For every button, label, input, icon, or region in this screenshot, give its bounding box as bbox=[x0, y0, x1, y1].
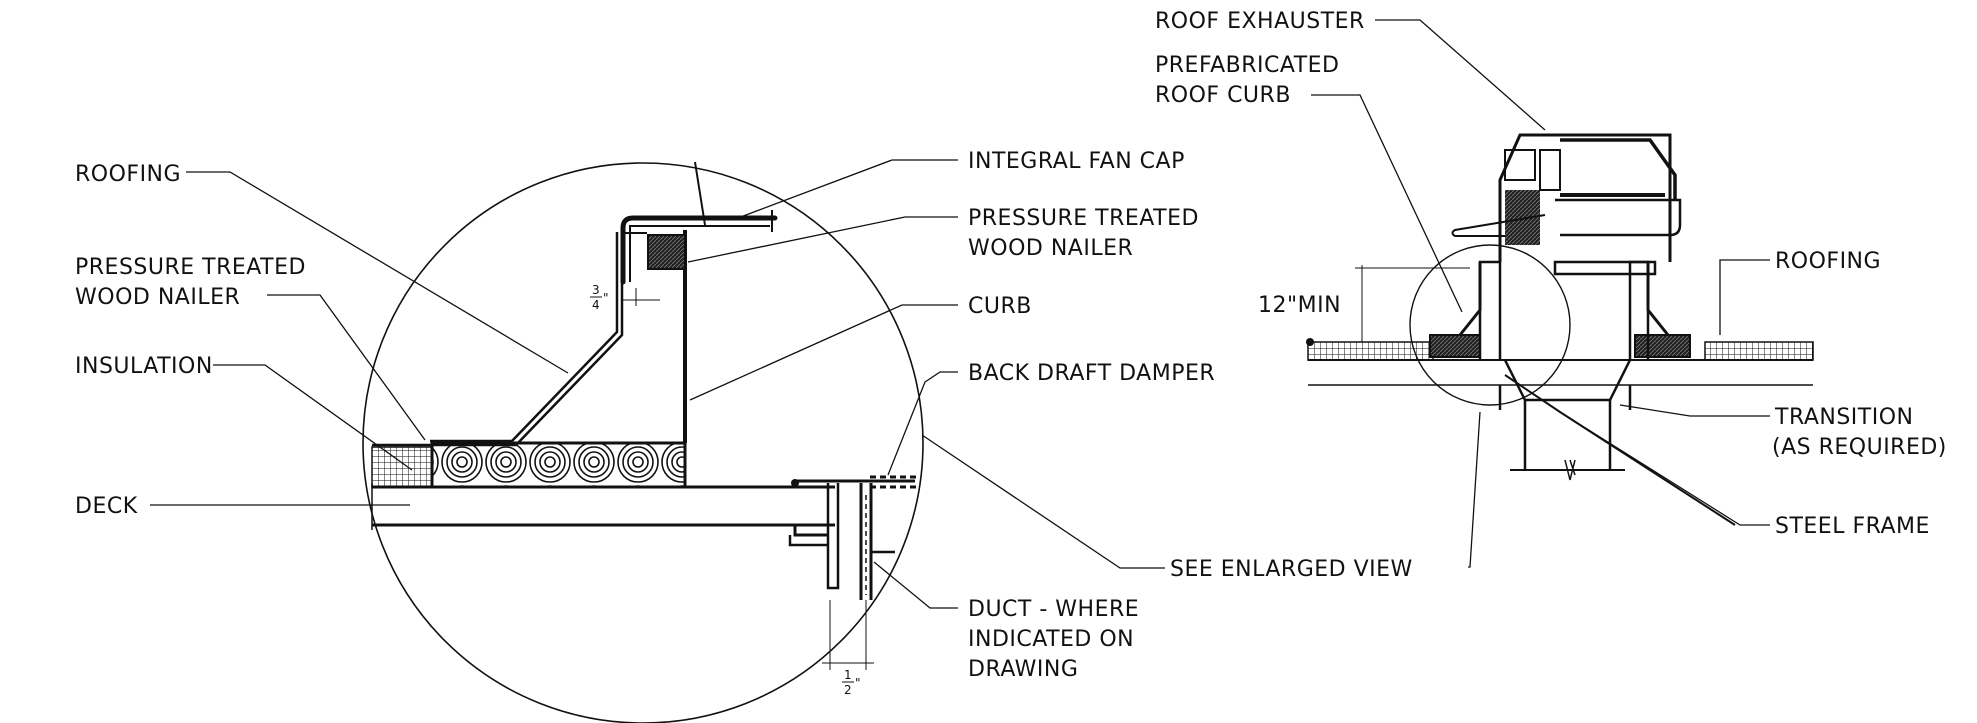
label-fan-cap: INTEGRAL FAN CAP bbox=[968, 149, 1185, 174]
dim-three-quarter-den: 4 bbox=[592, 298, 600, 312]
integral-fan-cap bbox=[620, 215, 778, 285]
roof-deck bbox=[372, 485, 835, 527]
transition-duct bbox=[1503, 359, 1632, 402]
detail-leaders bbox=[150, 159, 1165, 609]
label-duct-line1: DUCT - WHERE bbox=[968, 597, 1139, 622]
label-curb: CURB bbox=[968, 294, 1032, 319]
roof-exhauster-overview bbox=[1306, 133, 1814, 526]
overview-text: ROOF EXHAUSTER PREFABRICATED ROOF CURB 1… bbox=[1155, 9, 1947, 582]
roof-assembly-detail bbox=[371, 161, 918, 670]
label-transition-line1: TRANSITION bbox=[1774, 405, 1914, 430]
detail-text: ROOFING PRESSURE TREATED WOOD NAILER INS… bbox=[75, 149, 1215, 697]
label-nailer-left-line1: PRESSURE TREATED bbox=[75, 255, 306, 280]
label-steel-frame: STEEL FRAME bbox=[1775, 514, 1930, 539]
overview-leaders bbox=[1311, 19, 1770, 568]
label-deck: DECK bbox=[75, 494, 138, 519]
insulation-hatch bbox=[371, 446, 433, 488]
duct-wall bbox=[859, 483, 873, 600]
label-see-enlarged-view: SEE ENLARGED VIEW bbox=[1170, 557, 1413, 582]
enlarged-view-circle bbox=[362, 162, 924, 723]
top-wood-nailer bbox=[647, 234, 686, 270]
label-roofing-detail: ROOFING bbox=[75, 162, 181, 187]
label-prefab-line1: PREFABRICATED bbox=[1155, 53, 1340, 78]
dim-half-den: 2 bbox=[844, 683, 852, 697]
label-transition-line2: (AS REQUIRED) bbox=[1772, 435, 1947, 460]
wood-nailer-block bbox=[430, 441, 687, 489]
label-nailer-right-line1: PRESSURE TREATED bbox=[968, 206, 1199, 231]
label-duct-line3: DRAWING bbox=[968, 657, 1078, 682]
dim-three-quarter-mark: " bbox=[603, 291, 609, 305]
dim-half-num: 1 bbox=[844, 668, 852, 682]
enlarged-area-circle bbox=[1409, 244, 1571, 406]
label-roofing-overview: ROOFING bbox=[1775, 249, 1881, 274]
label-damper: BACK DRAFT DAMPER bbox=[968, 361, 1215, 386]
dim-half-mark: " bbox=[855, 676, 861, 690]
label-twelve-min: 12"MIN bbox=[1258, 293, 1341, 318]
fan-housing bbox=[1498, 133, 1672, 262]
label-insulation: INSULATION bbox=[75, 354, 213, 379]
label-nailer-left-line2: WOOD NAILER bbox=[75, 285, 240, 310]
dim-three-quarter-num: 3 bbox=[592, 283, 600, 297]
label-nailer-right-line2: WOOD NAILER bbox=[968, 236, 1133, 261]
label-roof-exhauster: ROOF EXHAUSTER bbox=[1155, 9, 1365, 34]
label-duct-line2: INDICATED ON bbox=[968, 627, 1134, 652]
label-prefab-line2: ROOF CURB bbox=[1155, 83, 1291, 108]
